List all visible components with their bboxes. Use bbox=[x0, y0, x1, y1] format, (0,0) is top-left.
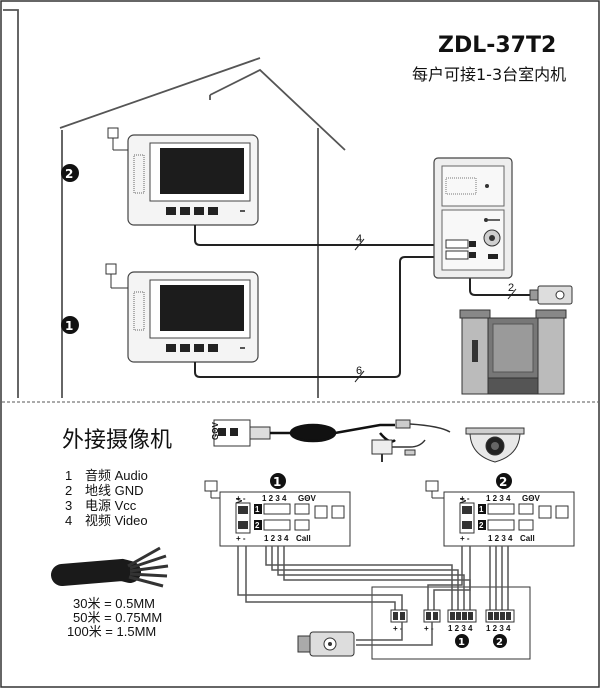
svg-text:2: 2 bbox=[499, 475, 507, 489]
camera-section-title: 外接摄像机 bbox=[62, 428, 172, 453]
wire-count-4: 4 bbox=[356, 233, 362, 245]
bus-block-1: 1 2 3 4 1 bbox=[447, 609, 477, 648]
bus-right-pm: + - bbox=[424, 624, 434, 633]
camera-pin-legend: 1 音频 Audio 2 地线 GND 3 电源 Vcc 4 视频 Video bbox=[65, 468, 148, 528]
cable-spec-100m: 100米 = 1.5MM bbox=[67, 624, 156, 639]
tb1-wiring bbox=[237, 546, 471, 610]
tb2-row1: 1 bbox=[479, 505, 484, 514]
cable-spec-50m: 50米 = 0.75MM bbox=[73, 610, 162, 625]
outdoor-door-station bbox=[433, 157, 513, 279]
bus-block-1-pins: 1 2 3 4 bbox=[448, 624, 473, 633]
tb1-gv: GΘV bbox=[298, 494, 316, 503]
legend-num-3: 3 bbox=[65, 498, 72, 513]
tb1-call: Call bbox=[296, 534, 311, 543]
tb1-pins-bottom: 1 2 3 4 bbox=[264, 534, 289, 543]
tb1-row2: 2 bbox=[255, 521, 260, 530]
multicore-cable-icon bbox=[51, 546, 169, 588]
lock-wiring bbox=[356, 622, 433, 646]
tb1-pins-top: 1 2 3 4 bbox=[262, 494, 287, 503]
svg-text:1: 1 bbox=[458, 637, 465, 648]
electric-lock-icon bbox=[529, 285, 573, 305]
house-wiring bbox=[194, 225, 538, 378]
bus-box bbox=[371, 586, 531, 660]
floor-2-marker: 2 bbox=[61, 164, 79, 182]
tb2-call: Call bbox=[520, 534, 535, 543]
svg-text:1: 1 bbox=[273, 475, 281, 489]
wire-count-6: 6 bbox=[356, 365, 362, 377]
house-outline bbox=[3, 9, 346, 398]
bus-terminal-left: + - bbox=[390, 609, 408, 633]
dome-camera-icon bbox=[465, 427, 525, 463]
tb2-row2: 2 bbox=[479, 521, 484, 530]
gate-illustration bbox=[459, 309, 567, 395]
indoor-monitor-2 bbox=[107, 127, 259, 226]
indoor-monitor-1 bbox=[105, 263, 259, 363]
legend-num-1: 1 bbox=[65, 468, 72, 483]
terminal-block-2: 2 DC15V + - + - 1 2 3 4 GΘV 1 2 Call 1 2… bbox=[425, 473, 575, 547]
svg-text:1: 1 bbox=[65, 319, 73, 333]
tb2-pins-bottom: 1 2 3 4 bbox=[488, 534, 513, 543]
tb1-pm-top: + - bbox=[236, 494, 246, 503]
lock-device-bottom bbox=[297, 631, 355, 657]
tb2-gv: GΘV bbox=[522, 494, 540, 503]
tb2-pins-top: 1 2 3 4 bbox=[486, 494, 511, 503]
legend-text-2: 地线 GND bbox=[85, 483, 144, 498]
bus-block-2: 1 2 3 4 2 bbox=[485, 609, 515, 648]
wire-tick-6 bbox=[354, 370, 365, 383]
legend-text-3: 电源 Vcc bbox=[85, 498, 137, 513]
camera-cable-coil bbox=[270, 423, 396, 443]
tb2-pm-top: + - bbox=[460, 494, 470, 503]
camera-plug-connector bbox=[213, 419, 271, 447]
legend-num-2: 2 bbox=[65, 483, 72, 498]
svg-text:2: 2 bbox=[496, 637, 503, 648]
tb2-pm-bottom: + - bbox=[460, 534, 470, 543]
terminal-block-1: 1 DC15V + - + - 1 2 3 4 GΘV 1 2 Call 1 2… bbox=[204, 473, 351, 547]
model-title: ZDL-37T2 bbox=[438, 33, 556, 58]
tb2-wiring bbox=[427, 546, 509, 610]
camera-power-adapter bbox=[371, 419, 451, 462]
tb1-row1: 1 bbox=[255, 505, 260, 514]
bus-terminal-right: + - bbox=[423, 609, 441, 633]
floor-1-marker: 1 bbox=[61, 316, 79, 334]
wire-tick-2 bbox=[507, 288, 517, 300]
svg-text:2: 2 bbox=[65, 167, 73, 181]
legend-text-4: 视频 Video bbox=[85, 513, 148, 528]
wire-count-2: 2 bbox=[508, 282, 514, 294]
legend-text-1: 音频 Audio bbox=[85, 468, 148, 483]
camera-connector-label: GΘV bbox=[211, 422, 220, 440]
tb1-pm-bottom: + - bbox=[236, 534, 246, 543]
model-subtitle: 每户可接1-3台室内机 bbox=[412, 65, 566, 84]
cable-spec-30m: 30米 = 0.5MM bbox=[73, 596, 155, 611]
legend-num-4: 4 bbox=[65, 513, 72, 528]
wire-tick-4 bbox=[354, 238, 365, 251]
bus-left-pm: + - bbox=[393, 624, 403, 633]
bus-block-2-pins: 1 2 3 4 bbox=[486, 624, 511, 633]
